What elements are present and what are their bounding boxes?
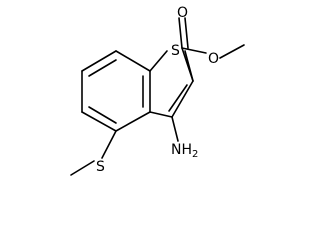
bond-c2-carbonyl-carbon	[181, 47, 194, 82]
double-bond-inner-top	[88, 59, 117, 77]
bond-c3-c3a	[149, 111, 173, 118]
bond-c2-c3	[171, 80, 194, 118]
bond-carbonyl-to-ester-oxygen	[181, 47, 207, 54]
amine-main-text: NH	[171, 142, 192, 158]
methyl-ester-group	[178, 17, 245, 82]
double-bond-inner-bottom	[88, 106, 117, 124]
bond-ester-oxygen-to-methyl	[219, 44, 245, 59]
amine-subscript-text: 2	[192, 149, 198, 160]
chemical-structure-diagram: S O O NH2 S	[70, 5, 245, 176]
bond-c4-thioether-sulfur	[101, 130, 117, 159]
bond-c7a-s1	[149, 50, 168, 72]
bond-c6-c7	[81, 111, 117, 132]
ring-sulfur-label: S	[171, 43, 180, 59]
double-bond-c2-c3	[168, 84, 188, 112]
thiophene-ring	[149, 50, 194, 118]
ester-oxygen-label: O	[208, 51, 219, 67]
methylthio-group	[70, 130, 117, 176]
amine-label: NH2	[171, 142, 198, 160]
bond-thioether-sulfur-to-methyl	[70, 160, 95, 176]
thioether-sulfur-label: S	[96, 159, 105, 175]
bond-c3-amine	[171, 116, 179, 142]
benzene-ring	[81, 50, 151, 132]
double-bond-carbonyl-b	[184, 17, 189, 49]
carbonyl-oxygen-label: O	[177, 5, 188, 21]
bond-c7-c3a	[115, 111, 151, 132]
bond-c7a-c4	[115, 50, 151, 72]
double-bond-carbonyl-a	[178, 17, 183, 49]
bond-c4-c5	[81, 50, 117, 72]
